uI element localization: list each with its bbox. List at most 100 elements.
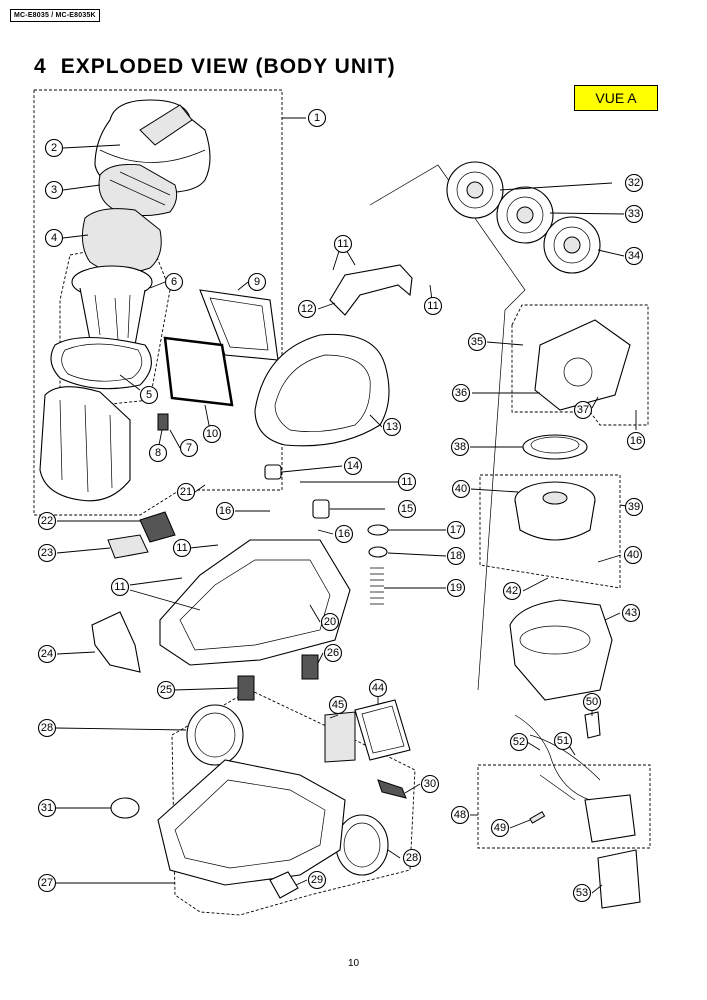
part-foam-filter — [81, 208, 162, 274]
part-exhaust-filter — [107, 534, 149, 559]
callout-44: 44 — [368, 678, 388, 698]
svg-text:22: 22 — [41, 515, 53, 527]
svg-text:16: 16 — [338, 528, 350, 540]
group-outline-lower-body — [171, 689, 416, 916]
svg-text:28: 28 — [406, 852, 418, 864]
callout-6: 6 — [164, 272, 184, 292]
part-carry-handle — [329, 264, 413, 316]
callout-39: 39 — [624, 497, 644, 517]
callout-50: 50 — [582, 692, 602, 712]
svg-text:5: 5 — [146, 389, 152, 401]
callout-22: 22 — [37, 511, 57, 531]
svg-text:11: 11 — [337, 238, 348, 250]
svg-text:51: 51 — [557, 735, 569, 747]
svg-text:44: 44 — [372, 682, 384, 694]
svg-text:11: 11 — [427, 300, 438, 312]
svg-text:50: 50 — [586, 696, 598, 708]
svg-text:32: 32 — [628, 177, 640, 189]
callout-30: 30 — [420, 774, 440, 794]
svg-text:34: 34 — [628, 250, 640, 262]
svg-text:3: 3 — [51, 184, 57, 196]
callout-45: 45 — [328, 695, 348, 715]
svg-text:11: 11 — [114, 581, 125, 593]
svg-text:52: 52 — [513, 736, 525, 748]
part-control-board — [584, 794, 636, 843]
callout-32: 32 — [624, 173, 644, 193]
svg-text:1: 1 — [314, 112, 320, 124]
callout-49: 49 — [490, 818, 510, 838]
svg-text:29: 29 — [311, 874, 323, 886]
callout-7: 7 — [179, 438, 199, 458]
svg-text:11: 11 — [176, 542, 187, 554]
callout-26: 26 — [323, 643, 343, 663]
svg-text:40: 40 — [627, 549, 639, 561]
part-wire-harness — [514, 714, 601, 801]
callout-20: 20 — [320, 612, 340, 632]
svg-text:17: 17 — [450, 524, 462, 536]
svg-text:16: 16 — [630, 435, 642, 447]
callout-2: 2 — [44, 138, 64, 158]
part-wheel-right — [335, 814, 389, 876]
callout-16: 16 — [626, 431, 646, 451]
svg-text:6: 6 — [171, 276, 177, 288]
callout-18: 18 — [446, 546, 466, 566]
svg-text:23: 23 — [41, 547, 53, 559]
callout-35: 35 — [467, 332, 487, 352]
part-washer — [367, 524, 389, 536]
svg-text:42: 42 — [506, 585, 518, 597]
group-outline-motor — [479, 474, 621, 589]
group-outline-pcb — [477, 764, 651, 849]
callout-11: 11 — [397, 472, 417, 492]
part-body-lower — [157, 759, 346, 886]
part-body-upper — [159, 539, 351, 666]
callout-16: 16 — [334, 524, 354, 544]
callout-28: 28 — [37, 718, 57, 738]
callout-9: 9 — [247, 272, 267, 292]
part-motor-seal-ring — [522, 434, 588, 460]
svg-text:2: 2 — [51, 142, 57, 154]
part-wheel-left — [186, 704, 244, 766]
part-bracket — [377, 779, 407, 799]
view-label: VUE A — [574, 85, 658, 111]
svg-text:48: 48 — [454, 809, 466, 821]
section-title-text: EXPLODED VIEW (BODY UNIT) — [60, 55, 396, 78]
part-knob — [312, 499, 330, 519]
callout-38: 38 — [450, 437, 470, 457]
svg-text:14: 14 — [347, 460, 359, 472]
svg-text:15: 15 — [401, 503, 413, 515]
callout-25: 25 — [156, 680, 176, 700]
svg-text:19: 19 — [450, 582, 462, 594]
callout-8: 8 — [148, 443, 168, 463]
svg-text:31: 31 — [41, 802, 53, 814]
part-gear — [368, 546, 388, 558]
svg-text:10: 10 — [206, 428, 218, 440]
callout-1: 1 — [307, 108, 327, 128]
svg-text:39: 39 — [628, 501, 640, 513]
svg-text:27: 27 — [41, 877, 53, 889]
callout-51: 51 — [553, 731, 573, 751]
svg-text:53: 53 — [576, 887, 588, 899]
svg-text:30: 30 — [424, 778, 436, 790]
part-frame-seal — [163, 336, 234, 407]
part-rear-cover — [597, 849, 641, 909]
callout-31: 31 — [37, 798, 57, 818]
group-outline-cord-reel — [369, 164, 526, 691]
svg-text:21: 21 — [180, 486, 192, 498]
svg-text:7: 7 — [186, 442, 192, 454]
callout-53: 53 — [572, 883, 592, 903]
part-caster — [269, 871, 299, 899]
part-pre-filter — [98, 164, 178, 216]
svg-text:18: 18 — [450, 550, 462, 562]
callout-52: 52 — [509, 732, 529, 752]
callout-13: 13 — [382, 417, 402, 437]
callout-40: 40 — [451, 479, 471, 499]
callout-24: 24 — [37, 644, 57, 664]
svg-text:24: 24 — [41, 648, 53, 660]
part-container-gasket — [50, 336, 152, 390]
part-latch — [157, 413, 169, 431]
part-foam-pad-left — [237, 675, 255, 701]
callout-40: 40 — [623, 545, 643, 565]
callout-21: 21 — [176, 482, 196, 502]
